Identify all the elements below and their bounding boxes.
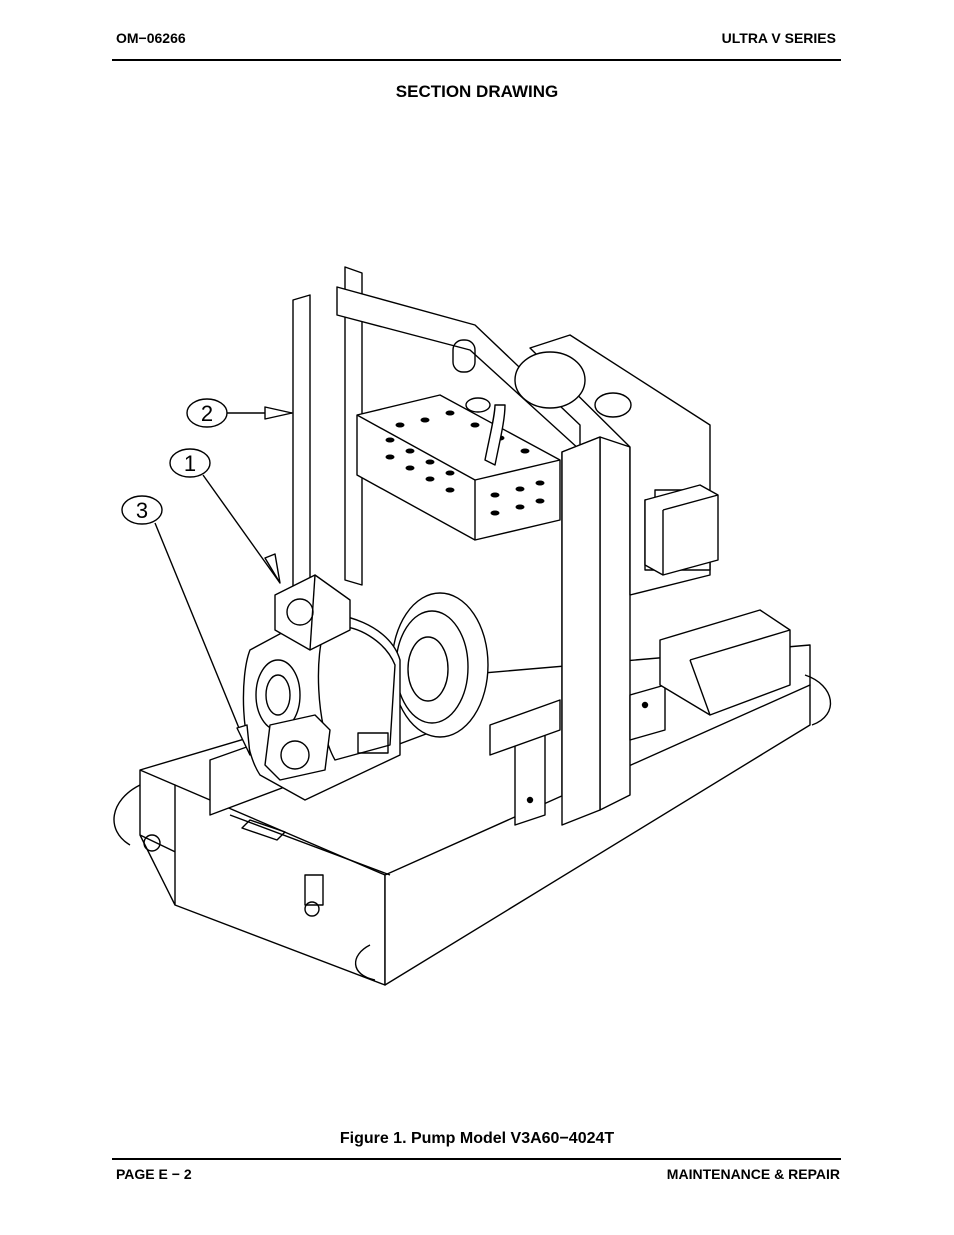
callout-1-label: 1 [184, 451, 196, 476]
document-number: OM−06266 [116, 30, 186, 46]
control-box [644, 484, 791, 716]
footer-rule [112, 1158, 841, 1160]
figure-caption: Figure 1. Pump Model V3A60−4024T [339, 1130, 615, 1147]
muffler-guard [356, 394, 561, 541]
pump-section-drawing: 2 1 3 [113, 266, 831, 986]
callout-2-label: 2 [201, 401, 213, 426]
pump-casing [242, 613, 401, 801]
section-name: MAINTENANCE & REPAIR [666, 1166, 840, 1182]
section-title: SECTION DRAWING [395, 82, 559, 101]
callout-1: 1 [169, 448, 281, 584]
front-upright [489, 436, 666, 826]
bell-housing [391, 592, 489, 738]
header-rule [112, 59, 841, 61]
series-name: ULTRA V SERIES [721, 30, 836, 46]
callout-2: 2 [186, 398, 293, 428]
page-number: PAGE E − 2 [116, 1166, 192, 1182]
suction-flange [274, 574, 351, 651]
callout-3-label: 3 [136, 498, 148, 523]
callout-3: 3 [121, 495, 251, 756]
